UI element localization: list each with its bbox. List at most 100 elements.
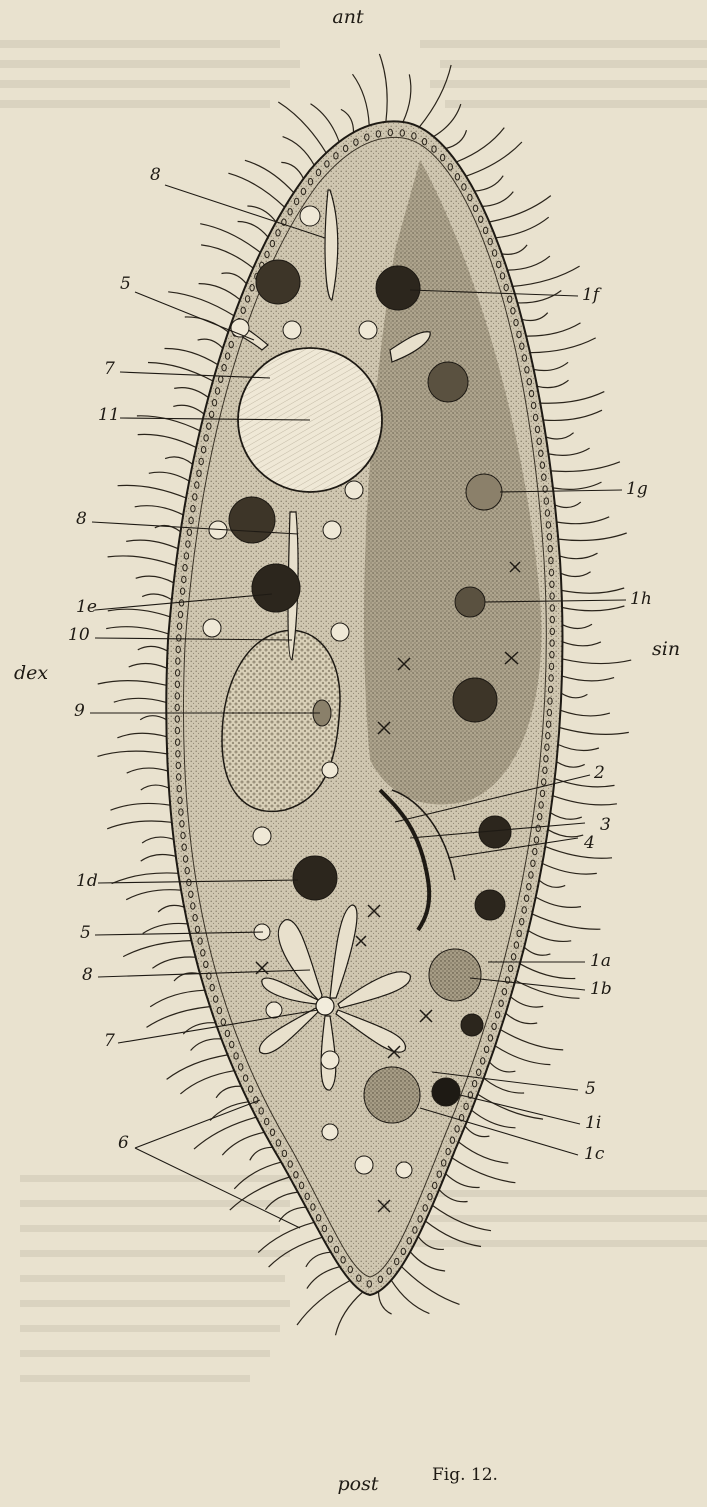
cilium (562, 676, 614, 681)
cilium (557, 517, 610, 524)
cilium (228, 173, 284, 207)
cilium (142, 594, 172, 600)
cilium (250, 1147, 273, 1160)
cilium (490, 1062, 516, 1072)
cilium (143, 923, 188, 933)
cilium (539, 880, 565, 887)
label-9: 9 (74, 701, 85, 721)
cilium (532, 914, 600, 929)
cilium (185, 317, 228, 332)
cilium (536, 897, 581, 907)
cilium (496, 217, 549, 238)
cilium (379, 54, 387, 122)
cilium (201, 245, 253, 268)
cilium (561, 693, 587, 698)
cilium (117, 733, 166, 738)
cilium (555, 779, 615, 787)
cilium (434, 104, 461, 137)
cilium (549, 448, 590, 455)
label-1b: 1b (590, 979, 612, 999)
cilium (183, 1023, 215, 1034)
cilium (126, 890, 181, 900)
cilium (138, 434, 197, 447)
cilium (528, 931, 571, 942)
label-8-low: 8 (82, 965, 93, 985)
cilium (108, 609, 170, 617)
cilium (515, 980, 579, 998)
cilium (210, 1102, 248, 1121)
cilium (379, 1292, 392, 1315)
label-2: 2 (593, 763, 605, 783)
cilium (341, 109, 354, 132)
label-4: 4 (583, 833, 595, 853)
label-8-top: 8 (150, 165, 161, 185)
cilium (191, 1039, 222, 1051)
cilium (402, 1267, 460, 1305)
cilium (403, 74, 411, 122)
label-7-low: 7 (104, 1031, 115, 1051)
cilium (543, 410, 602, 420)
cilium (152, 957, 195, 968)
cilium (545, 847, 612, 859)
label-1d: 1d (76, 871, 98, 891)
label-5-low: 5 (80, 923, 91, 943)
cilium (141, 854, 176, 861)
cilium (502, 245, 527, 254)
cilium (148, 363, 213, 382)
cilium (158, 905, 184, 912)
cilium (459, 1142, 509, 1163)
cilium (410, 1252, 445, 1271)
cilium (114, 698, 167, 702)
cilium (542, 864, 596, 875)
label-1h: 1h (630, 589, 652, 609)
label-right: dex (14, 662, 48, 684)
cilium (306, 1252, 331, 1267)
label-3: 3 (600, 815, 611, 835)
cilium (553, 796, 617, 805)
label-10: 10 (68, 625, 90, 645)
label-11: 11 (98, 405, 120, 425)
label-anterior: ant (332, 6, 364, 28)
cilium (446, 1174, 480, 1188)
cilium (165, 457, 193, 464)
label-8-mid: 8 (76, 509, 87, 529)
cilium (546, 433, 574, 439)
label-1c: 1c (584, 1144, 605, 1164)
cilium (551, 462, 620, 472)
cilium (557, 762, 585, 768)
cilium (199, 284, 240, 300)
cilium (563, 642, 601, 646)
cilium (537, 380, 568, 387)
cilium (123, 941, 191, 957)
cilium (180, 1071, 234, 1094)
figure-caption: Fig. 12. (432, 1465, 498, 1485)
cilium (283, 137, 315, 166)
cilium (446, 130, 467, 148)
cilium (281, 162, 303, 178)
cilium (506, 1013, 538, 1023)
label-posterior: post (338, 1473, 379, 1495)
cilium (530, 338, 596, 353)
cilium (222, 273, 247, 284)
label-1a: 1a (590, 951, 611, 971)
cilium (482, 192, 513, 207)
cilium (561, 572, 591, 577)
cilium (165, 348, 218, 364)
cilium (526, 323, 580, 336)
cilium (106, 627, 168, 634)
cilium (511, 997, 544, 1007)
label-1g: 1g (626, 479, 648, 499)
cilium (452, 1158, 516, 1183)
cilium (522, 313, 548, 321)
cilium (562, 588, 625, 593)
label-1e: 1e (76, 597, 97, 617)
cilium (561, 710, 610, 716)
cilium (353, 74, 370, 125)
cilium (562, 659, 631, 664)
cilium (173, 405, 204, 414)
cilium (107, 821, 172, 829)
cilium (551, 813, 582, 820)
cilium (118, 485, 187, 498)
cilium (548, 830, 583, 837)
